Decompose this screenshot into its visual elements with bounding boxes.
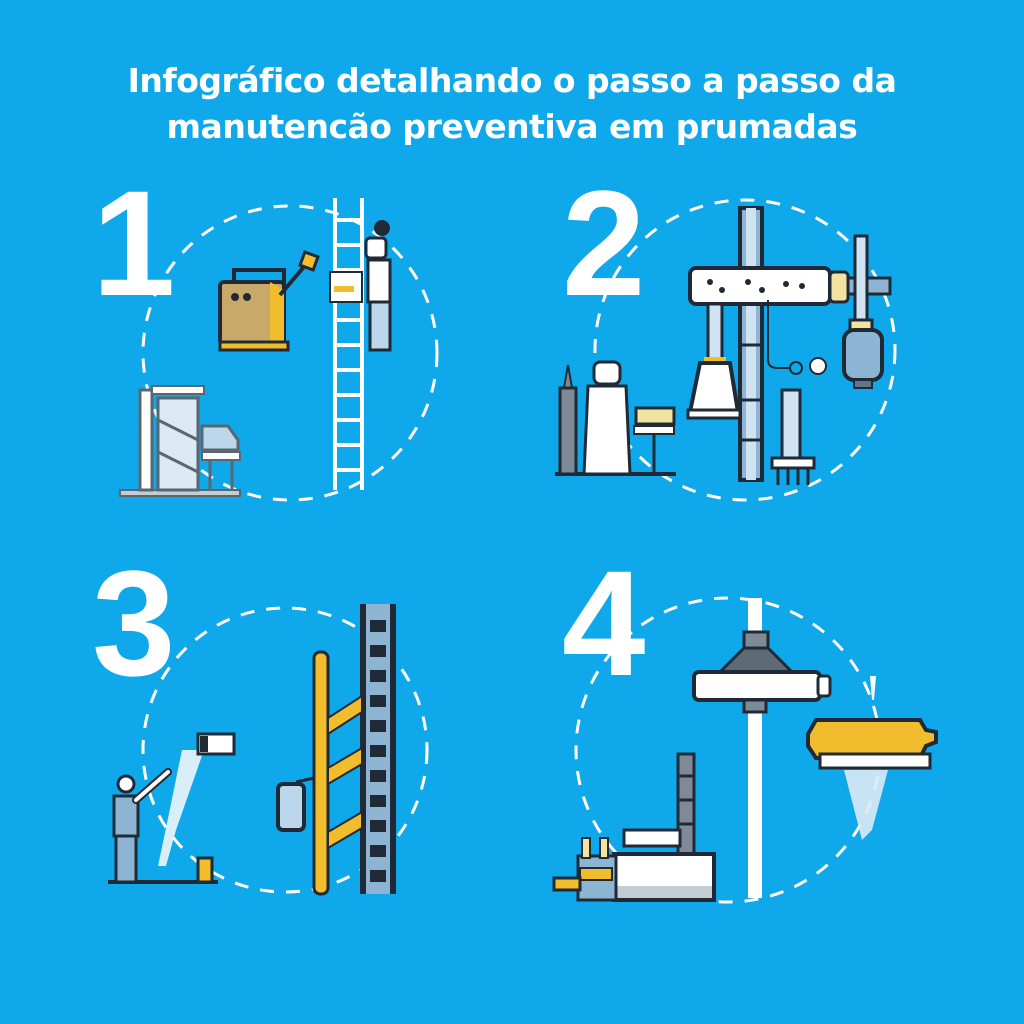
dashed-circle: [141, 204, 439, 502]
step-4-panel: [548, 590, 948, 920]
generator-icon: [218, 250, 320, 352]
worker-on-ladder-icon: [329, 220, 392, 352]
filter-icon: [770, 388, 816, 485]
dashed-circle: [593, 198, 897, 502]
pump-station-icon: [552, 752, 716, 902]
worker-spraying-icon: [108, 732, 236, 884]
valve-bell-icon: [686, 302, 742, 420]
step-3-panel: [100, 600, 460, 910]
pipe-manifold-icon: [688, 206, 892, 482]
yellow-nozzle-icon: [806, 676, 938, 770]
step-2-panel: [550, 190, 950, 530]
gauge-icon: [767, 300, 827, 375]
title-line-2: manutencão preventiva em prumadas: [166, 107, 858, 146]
dashed-circle: [141, 606, 429, 894]
step-4-number: 4: [562, 539, 646, 707]
title-line-1: Infográfico detalhando o passo a passo d…: [127, 61, 897, 100]
step-1-panel: [110, 190, 470, 530]
ladder-icon: [333, 198, 364, 490]
tank-icon: [276, 776, 315, 832]
step-1-number: 1: [92, 159, 176, 327]
step-3-number: 3: [92, 539, 176, 707]
ladder-tower-icon: [360, 604, 396, 894]
worker-icon: [555, 360, 676, 476]
machinery-icon: [119, 385, 241, 497]
yellow-riser-pipe-icon: [312, 650, 363, 896]
pipe-junction-icon: [692, 630, 832, 714]
page-title: Infográfico detalhando o passo a passo d…: [0, 58, 1024, 150]
spray-icon: [844, 770, 888, 840]
pressure-tank-icon: [842, 318, 884, 389]
step-2-number: 2: [562, 159, 646, 327]
